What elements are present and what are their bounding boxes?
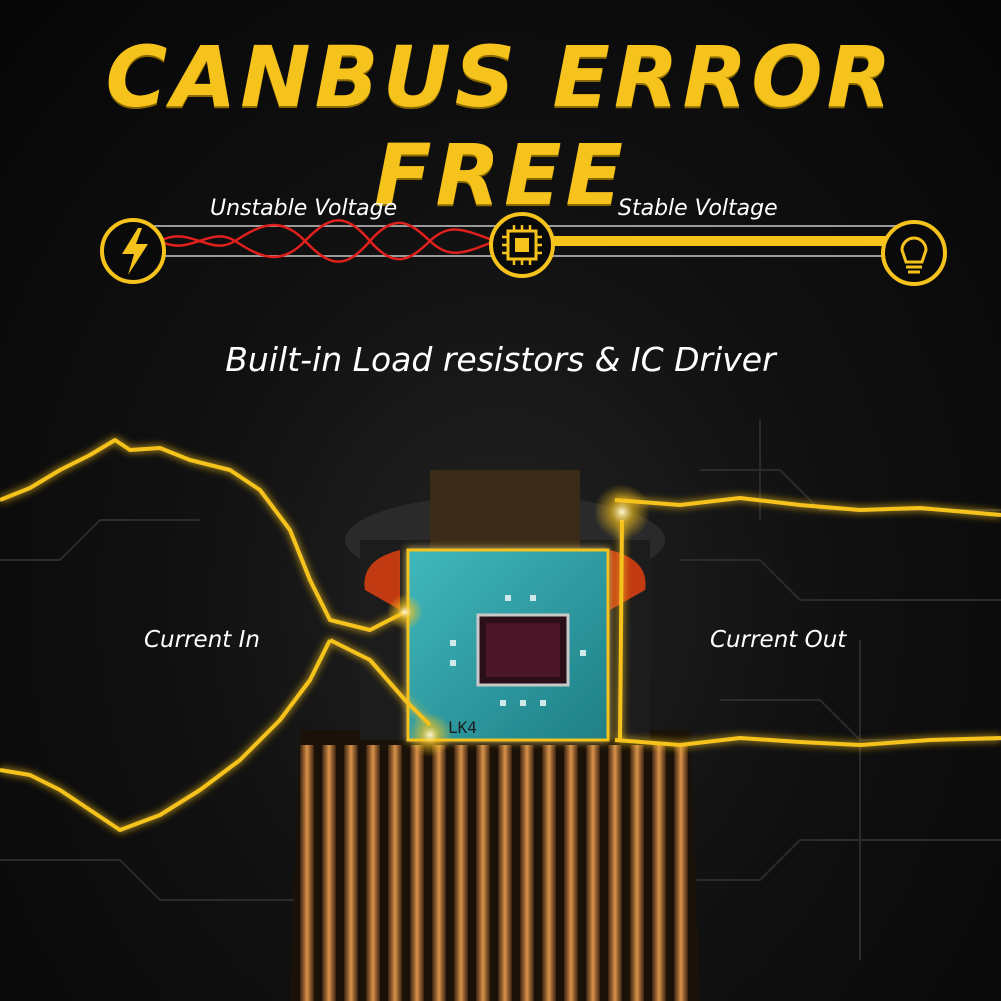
voltage-diagram	[100, 212, 947, 286]
headline: CANBUS ERROR FREE	[105, 28, 896, 224]
chip-icon	[489, 212, 555, 278]
light-bulb-icon	[881, 220, 947, 286]
unstable-voltage-label: Unstable Voltage	[210, 196, 398, 221]
current-out-label: Current Out	[710, 627, 847, 653]
subtitle: Built-in Load resistors & IC Driver	[225, 340, 776, 379]
spark-flare	[594, 484, 650, 540]
current-arcs	[0, 438, 1001, 832]
ic-board: LK4	[406, 548, 610, 742]
heatsink	[290, 730, 700, 1001]
chip-marking: LK4	[448, 718, 477, 737]
stable-line	[550, 236, 890, 246]
stable-voltage-label: Stable Voltage	[618, 196, 778, 221]
current-in-label: Current In	[144, 627, 260, 653]
lightning-bolt-icon	[100, 218, 166, 284]
